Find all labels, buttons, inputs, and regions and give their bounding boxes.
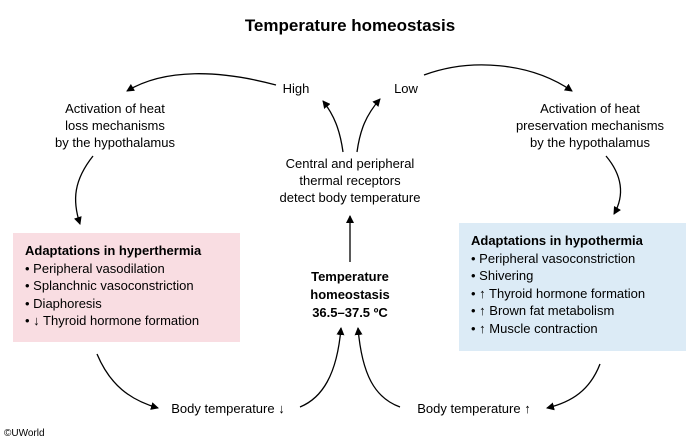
hypothermia-item: • ↑ Thyroid hormone formation [471,285,646,301]
heat-loss-line-2: loss mechanisms [65,118,165,133]
receptors-line-2: thermal receptors [299,173,401,188]
body-temperature-up: Body temperature ↑ [417,401,531,416]
heat-loss-line-3: by the hypothalamus [55,135,175,150]
hyperthermia-item: • Splanchnic vasoconstriction [25,278,194,293]
heat-loss-mechanism-text: Activation of heat loss mechanisms by th… [30,100,200,151]
receptors-line-3: detect body temperature [279,190,421,205]
heat-preservation-line-3: by the hypothalamus [530,135,650,150]
high-label: High [282,81,310,96]
center-line-2: homeostasis [310,287,390,302]
arrow-heat-loss-to-hyperthermia [73,155,94,225]
heat-preservation-line-2: preservation mechanisms [515,118,665,133]
receptors-line-1: Central and peripheral [285,156,415,171]
hyperthermia-item: • ↓ Thyroid hormone formation [25,313,200,328]
hypothermia-heading: Adaptations in hypothermia [471,233,643,248]
temperature-homeostasis-center: Temperature homeostasis 36.5–37.5 ºC [268,268,432,322]
thermal-receptors-text: Central and peripheral thermal receptors… [260,155,440,206]
low-label: Low [394,81,418,96]
hypothermia-item: • ↑ Muscle contraction [471,320,598,336]
copyright-text: ©UWorld [4,428,45,439]
hypothermia-item: • Peripheral vasoconstriction [471,250,636,266]
heat-loss-line-1: Activation of heat [65,101,165,116]
heat-preservation-line-1: Activation of heat [540,101,640,116]
hypothermia-item: • ↑ Brown fat metabolism [471,303,615,318]
heat-preservation-mechanism-text: Activation of heat preservation mechanis… [490,100,690,151]
diagram-title: Temperature homeostasis [244,16,456,35]
center-line-1: Temperature [311,269,389,284]
arrow-heat-preservation-to-hypothermia [605,155,622,215]
arrow-hypothermia-to-temp-up [546,363,601,411]
arrow-temp-up-to-center [354,327,401,408]
hyperthermia-item: • Peripheral vasodilation [25,260,165,276]
body-temperature-down: Body temperature ↓ [171,401,285,416]
hypothermia-adaptations-box: Adaptations in hypothermia • Peripheral … [459,223,686,351]
hyperthermia-item: • Diaphoresis [25,295,102,311]
arrow-high-to-heat-loss [126,73,277,92]
hyperthermia-adaptations-box: Adaptations in hyperthermia • Peripheral… [13,233,240,342]
arrow-receptors-to-high [322,100,344,153]
arrow-receptors-to-low [356,98,381,153]
hypothermia-item: • Shivering [471,268,534,283]
center-line-3: 36.5–37.5 ºC [312,305,388,320]
arrow-hyperthermia-to-temp-down [96,353,159,410]
hyperthermia-heading: Adaptations in hyperthermia [25,243,202,258]
arrow-temp-down-to-center [299,327,345,408]
arrow-low-to-heat-preservation [423,64,573,92]
